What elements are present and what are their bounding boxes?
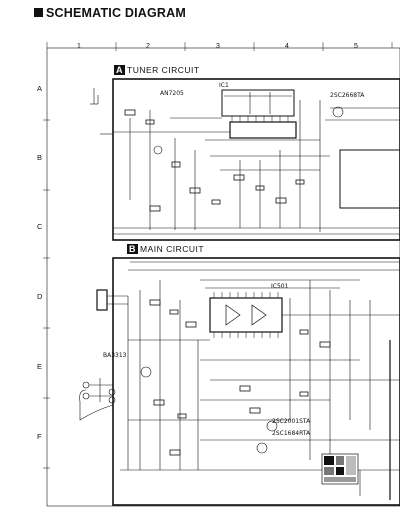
row-label: A	[37, 84, 43, 93]
column-label: 1	[77, 43, 81, 50]
page-title: SCHEMATIC DIAGRAM	[34, 6, 186, 20]
component-label: 2SC1684RTA	[272, 430, 311, 437]
component-label: AN7205	[160, 90, 184, 97]
component-label: 2SC2001STA	[272, 418, 311, 425]
component-label: IC1	[219, 82, 229, 89]
column-label: 3	[216, 43, 220, 50]
row-label: F	[37, 432, 42, 441]
row-label: B	[37, 153, 43, 162]
component-label: IC501	[271, 283, 289, 290]
component-label: BA3313	[103, 352, 127, 359]
section-name: TUNER CIRCUIT	[127, 65, 200, 75]
row-label: E	[37, 362, 43, 371]
tuner-circuit-box	[112, 78, 400, 241]
component-label: 2SC2668TA	[330, 92, 365, 99]
page-thumbnail-icon	[321, 453, 359, 485]
row-label: C	[37, 222, 43, 231]
column-label: 5	[354, 43, 358, 50]
title-marker-icon	[34, 8, 43, 17]
section-name: MAIN CIRCUIT	[140, 244, 205, 254]
title-text: SCHEMATIC DIAGRAM	[46, 6, 186, 20]
main-circuit-box	[112, 257, 400, 506]
grid-frame	[46, 47, 400, 507]
row-label: D	[37, 292, 43, 301]
section-badge: B	[127, 244, 138, 254]
column-label: 4	[285, 43, 289, 50]
section-badge: A	[114, 65, 125, 75]
column-label: 2	[146, 43, 150, 50]
